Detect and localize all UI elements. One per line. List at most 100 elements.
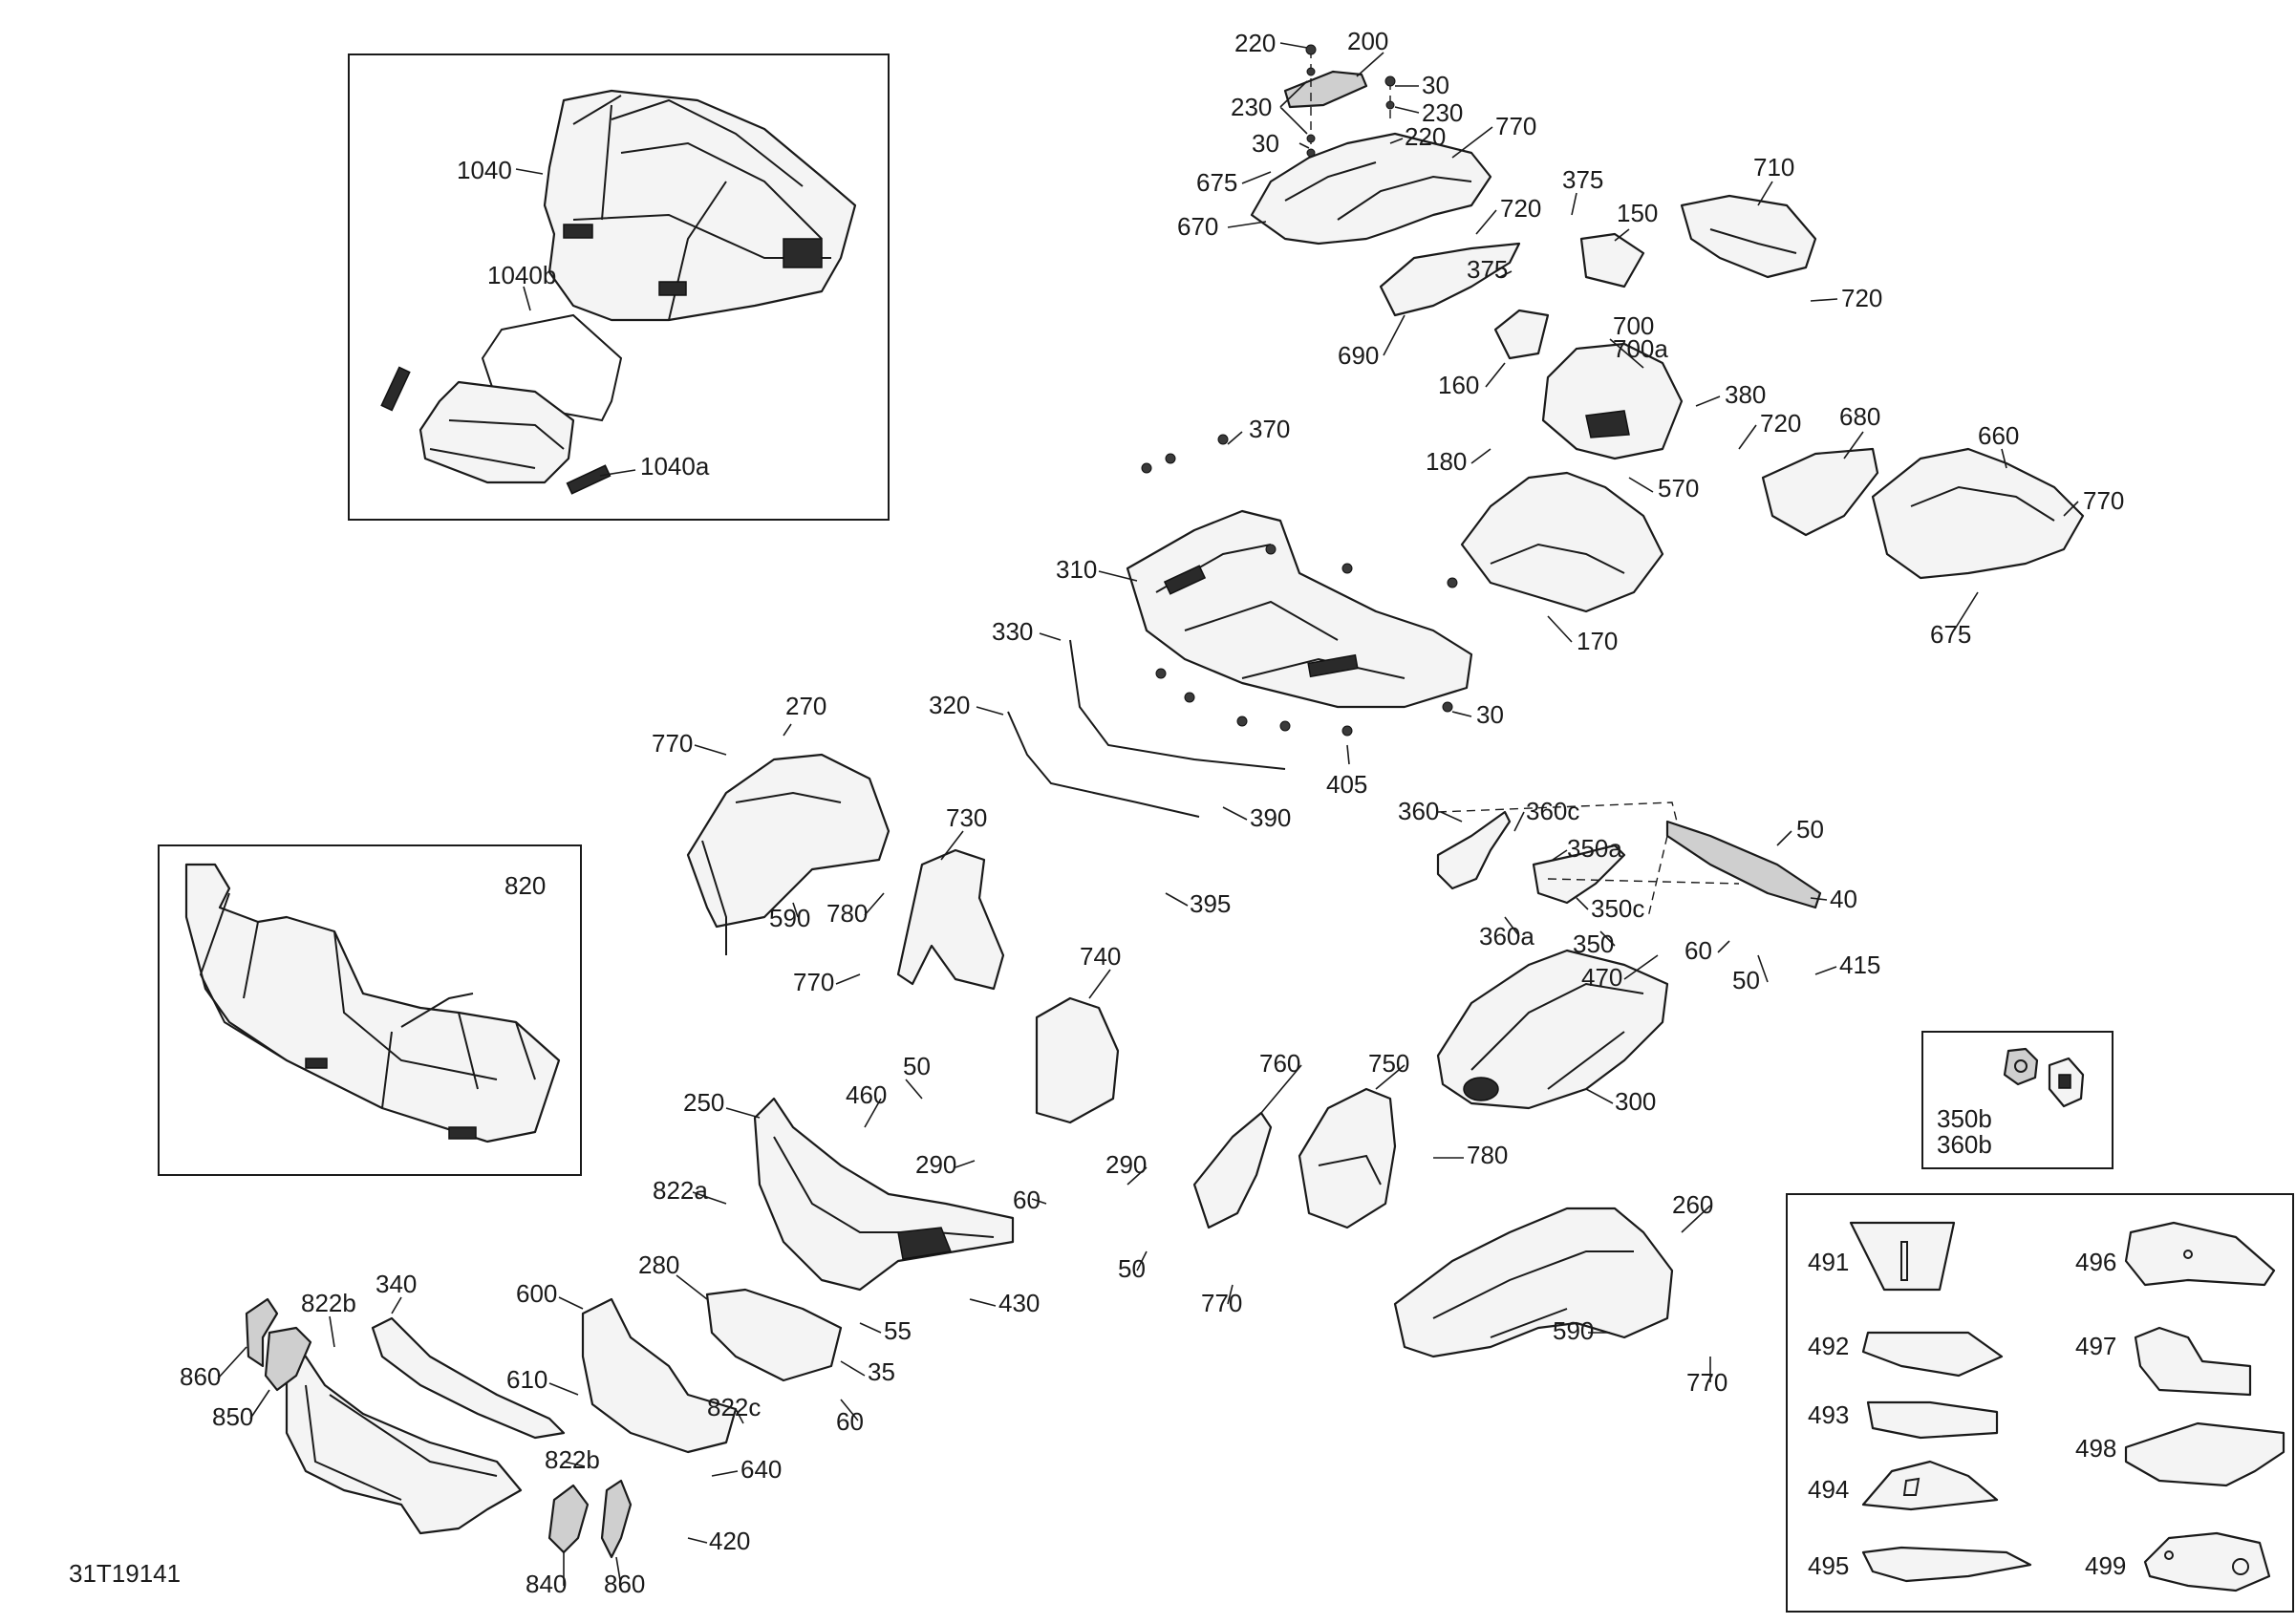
label-770: 770 bbox=[652, 729, 693, 758]
label-160: 160 bbox=[1438, 371, 1479, 399]
label-200: 200 bbox=[1347, 27, 1388, 55]
part-160-cover bbox=[1493, 309, 1550, 360]
part-670-rear-fender-left bbox=[1250, 132, 1492, 246]
part-360-bracket bbox=[1436, 810, 1512, 890]
label-470: 470 bbox=[1581, 963, 1622, 992]
part-1040a-latch bbox=[566, 464, 612, 495]
label-1040: 1040 bbox=[457, 156, 512, 184]
label-60: 60 bbox=[1684, 936, 1712, 965]
part-350-bracket bbox=[1532, 844, 1626, 905]
label-1040a: 1040a bbox=[640, 452, 710, 481]
label-822b: 822b bbox=[545, 1445, 600, 1474]
label-590: 590 bbox=[1553, 1316, 1594, 1345]
part-40-crossbar bbox=[1665, 820, 1822, 909]
label-280: 280 bbox=[638, 1250, 679, 1279]
part-850-guard bbox=[264, 1326, 312, 1392]
label-770: 770 bbox=[1495, 112, 1536, 140]
part-1040-storage-lid bbox=[543, 89, 857, 322]
part-660-fender-right bbox=[1871, 447, 2085, 580]
label-720: 720 bbox=[1760, 409, 1801, 438]
label-675: 675 bbox=[1196, 168, 1237, 197]
part-860-guard-b bbox=[600, 1479, 633, 1559]
label-350c: 350c bbox=[1591, 894, 1644, 923]
label-720: 720 bbox=[1841, 284, 1882, 312]
group-front-console-700 bbox=[1460, 342, 2085, 613]
part-740-bracket bbox=[1035, 996, 1120, 1124]
part-310-front-rack bbox=[1126, 509, 1473, 709]
decal-497 bbox=[2134, 1326, 2252, 1397]
part-260-front-fender bbox=[1393, 1207, 1674, 1358]
part-1040a-latch bbox=[380, 366, 411, 412]
label-770: 770 bbox=[1201, 1289, 1242, 1317]
label-780: 780 bbox=[1467, 1141, 1508, 1169]
decal-494 bbox=[1861, 1460, 1999, 1511]
label-390: 390 bbox=[1250, 803, 1291, 832]
label-700: 700 bbox=[1613, 311, 1654, 340]
part-280-bracket bbox=[705, 1288, 843, 1382]
part-600-skid bbox=[581, 1297, 738, 1454]
label-370: 370 bbox=[1249, 415, 1290, 443]
leader-lines bbox=[217, 42, 2079, 1587]
label-230: 230 bbox=[1231, 93, 1272, 121]
label-822b: 822b bbox=[301, 1289, 356, 1317]
label-710: 710 bbox=[1753, 153, 1794, 182]
label-395: 395 bbox=[1190, 889, 1231, 918]
label-670: 670 bbox=[1177, 212, 1218, 241]
label-760: 760 bbox=[1259, 1049, 1300, 1078]
label-640: 640 bbox=[740, 1455, 782, 1484]
label-320: 320 bbox=[929, 691, 970, 719]
label-590: 590 bbox=[769, 904, 810, 932]
part-1040b-gasket bbox=[481, 313, 623, 422]
label-820: 820 bbox=[504, 871, 546, 900]
label-720: 720 bbox=[1500, 194, 1541, 223]
label-498: 498 bbox=[2075, 1434, 2116, 1463]
part-300-hood bbox=[1436, 949, 1669, 1110]
part-150-cover bbox=[1579, 232, 1645, 288]
label-50: 50 bbox=[1796, 815, 1824, 844]
decal-495 bbox=[1861, 1546, 2032, 1583]
part-270-front-fascia bbox=[686, 753, 891, 929]
label-730: 730 bbox=[946, 803, 987, 832]
part-storage-tray bbox=[418, 380, 575, 484]
label-330: 330 bbox=[992, 617, 1033, 646]
label-493: 493 bbox=[1808, 1400, 1849, 1429]
callout-labels: 1040 1040b 1040a 820 220 200 30 230 230 … bbox=[69, 27, 2126, 1598]
label-310: 310 bbox=[1056, 555, 1097, 584]
part-710-panel bbox=[1680, 194, 1817, 279]
label-675: 675 bbox=[1930, 620, 1971, 649]
label-430: 430 bbox=[998, 1289, 1040, 1317]
label-492: 492 bbox=[1808, 1332, 1849, 1360]
label-600: 600 bbox=[516, 1279, 557, 1308]
inset-box-storage-1040 bbox=[348, 53, 890, 521]
label-770: 770 bbox=[2083, 486, 2124, 515]
label-180: 180 bbox=[1426, 447, 1467, 476]
group-front-fascia bbox=[245, 753, 1120, 1559]
label-360: 360 bbox=[1398, 797, 1439, 825]
label-770: 770 bbox=[793, 968, 834, 996]
label-499: 499 bbox=[2085, 1551, 2126, 1580]
part-680-panel bbox=[1761, 447, 1879, 537]
label-750: 750 bbox=[1368, 1049, 1409, 1078]
label-494: 494 bbox=[1808, 1475, 1849, 1504]
label-491: 491 bbox=[1808, 1248, 1849, 1276]
decal-499 bbox=[2143, 1531, 2271, 1592]
label-170: 170 bbox=[1577, 627, 1618, 655]
label-860: 860 bbox=[180, 1362, 221, 1391]
label-350: 350 bbox=[1573, 930, 1614, 958]
label-850: 850 bbox=[212, 1402, 253, 1431]
label-570: 570 bbox=[1658, 474, 1699, 502]
label-50: 50 bbox=[903, 1052, 931, 1080]
decal-493 bbox=[1866, 1400, 1999, 1440]
part-840-guard bbox=[547, 1484, 590, 1554]
label-40: 40 bbox=[1830, 885, 1857, 913]
label-60: 60 bbox=[836, 1407, 864, 1436]
part-820-front-bumper bbox=[184, 863, 561, 1143]
decal-496 bbox=[2124, 1221, 2276, 1287]
part-690-panel bbox=[1379, 242, 1521, 317]
drawing-code: 31T19141 bbox=[69, 1559, 181, 1588]
label-1040b: 1040b bbox=[487, 261, 556, 289]
label-150: 150 bbox=[1617, 199, 1658, 227]
inset-box-bumper-820 bbox=[158, 844, 582, 1176]
group-headlight-bracket bbox=[1436, 801, 1822, 918]
